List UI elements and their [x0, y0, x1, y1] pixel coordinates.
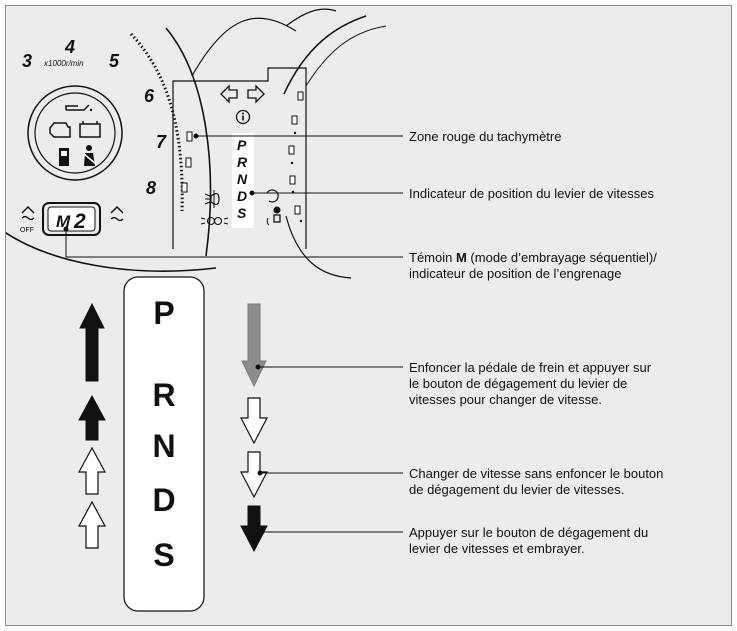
center-panel: P R N D S [172, 8, 337, 249]
fog-light-icon [204, 190, 220, 208]
tach-number: 3 [22, 51, 32, 71]
leader-dots [63, 133, 265, 535]
callout-m-line2: indicateur de position de l’engrenage [409, 266, 622, 281]
info-icon [235, 109, 251, 125]
parking-light-icon [200, 216, 229, 226]
gate-position: P [153, 295, 174, 331]
cluster-gear-letter: S [237, 205, 247, 221]
seatbelt-icon [83, 145, 97, 166]
oil-pressure-icon [65, 104, 93, 112]
callout-black-line: levier de vitesses et embrayer. [409, 541, 585, 556]
up-arrow-white [77, 500, 107, 549]
m-indicator-frame [42, 202, 101, 236]
callout-white-arrow: Changer de vitesse sans enfoncer le bout… [409, 466, 663, 498]
callout-white-line: Changer de vitesse sans enfoncer le bout… [409, 466, 664, 481]
down-arrow-black [240, 505, 268, 553]
speedometer [283, 15, 387, 279]
low-fuel-icon [266, 189, 279, 203]
gate-position: N [152, 428, 175, 464]
tire-pressure-icon [266, 206, 281, 226]
shift-gate: P R N D S [123, 276, 205, 612]
diagram-artwork: 3 4 x1000r/min 5 6 7 8 [6, 8, 403, 612]
callout-m-rest: (mode d’embrayage séquentiel)/ [466, 250, 657, 265]
up-arrow-black [78, 394, 106, 441]
diagram-frame: 3 4 x1000r/min 5 6 7 8 [5, 5, 732, 626]
tach-number: 5 [109, 51, 120, 71]
callout-shift-indicator: Indicateur de position du levier de vite… [409, 186, 654, 201]
tach-number: 8 [146, 178, 156, 198]
callout-gray-line: le bouton de dégagement du levier de [409, 376, 628, 391]
tach-number: 7 [156, 132, 167, 152]
battery-icon [79, 121, 101, 138]
door-open-icon [59, 148, 69, 166]
turn-signal-right-icon [247, 84, 265, 104]
down-arrow-white [240, 397, 268, 445]
m-indicator-screen [47, 206, 96, 232]
cluster-gear-letter: P [237, 137, 247, 153]
vsa-off-icon: OFF [20, 205, 35, 234]
m-indicator-letter: M [56, 212, 71, 231]
callout-gray-line: Enfoncer la pédale de frein et appuyer s… [409, 360, 652, 375]
up-arrow-black-long [79, 302, 105, 382]
tachometer: 3 4 x1000r/min 5 6 7 8 [6, 27, 217, 272]
tach-scale-label: x1000r/min [43, 59, 84, 68]
callout-black-line: Appuyer sur le bouton de dégagement du [409, 525, 649, 540]
cluster-gear-letter: N [237, 171, 248, 187]
turn-signal-left-icon [220, 84, 238, 104]
down-arrow-gray [241, 303, 267, 388]
cluster-gear-letter: R [237, 154, 248, 170]
up-arrow-white [77, 446, 107, 495]
callout-m-bold: M [455, 250, 467, 265]
down-arrow-white [240, 451, 268, 499]
callout-gray-arrow: Enfoncer la pédale de frein et appuyer s… [409, 360, 651, 408]
callout-gray-line: vitesses pour changer de vitesse. [409, 392, 602, 407]
gate-position: D [152, 482, 175, 518]
warning-lamp-cluster [27, 85, 123, 181]
gate-position: R [152, 377, 175, 413]
callout-m-indicator: Témoin M (mode d’embrayage séquentiel)/i… [409, 250, 657, 282]
callout-m-prefix: Témoin [409, 250, 456, 265]
tach-number: 6 [144, 86, 155, 106]
gear-position-digit: 2 [73, 210, 86, 233]
vsa-icon [110, 205, 124, 222]
vsa-off-label: OFF [20, 227, 34, 234]
leader-lines [65, 135, 403, 533]
tach-number: 4 [64, 37, 75, 57]
callout-redzone: Zone rouge du tachymètre [409, 129, 562, 144]
gear-letters-strip [232, 133, 254, 228]
check-engine-icon [49, 122, 71, 138]
gate-position: S [153, 537, 174, 573]
callout-white-line: de dégagement du levier de vitesses. [409, 482, 625, 497]
cluster-gear-letter: D [237, 188, 247, 204]
